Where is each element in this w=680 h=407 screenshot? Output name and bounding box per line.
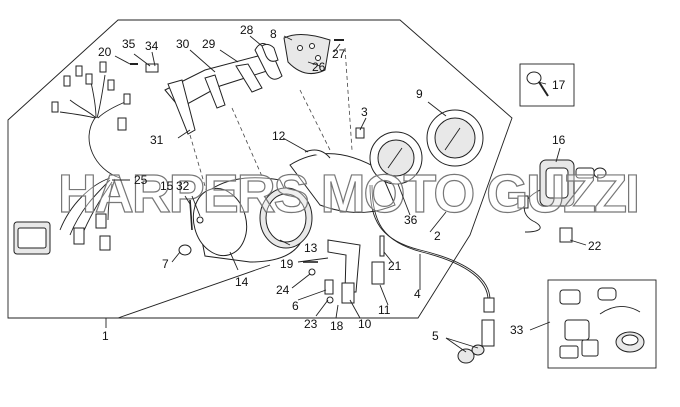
callout-10: 10 [358,317,372,331]
key-icon [526,71,549,97]
mounting-brackets [130,34,344,135]
gauge-tachometer [369,131,423,185]
inset-box-17 [519,63,575,107]
callout-25: 25 [134,173,148,187]
callout-17: 17 [552,78,566,92]
callout-11: 11 [378,303,391,317]
callout-35: 35 [122,37,136,51]
callout-3: 3 [361,105,368,119]
callout-22: 22 [588,239,602,253]
callout-21: 21 [388,259,402,273]
alignment-dashes [189,47,353,221]
callout-18: 18 [330,319,344,333]
callout-1: 1 [102,329,109,343]
callout-6: 6 [292,299,299,313]
callout-24: 24 [276,283,290,297]
callout-32: 32 [176,179,190,193]
speedo-cable [369,184,495,347]
callout-23: 23 [304,317,318,331]
callout-5: 5 [432,329,439,343]
lock-set-parts [559,287,645,359]
callout-8: 8 [270,27,277,41]
callout-30: 30 [176,37,190,51]
callout-12: 12 [272,129,286,143]
callout-4: 4 [414,287,421,301]
callout-28: 28 [240,23,254,37]
callout-14: 14 [235,275,249,289]
callout-27: 27 [332,47,346,61]
callout-13: 13 [304,241,318,255]
gauge-speedometer [426,109,484,167]
callout-33: 33 [510,323,524,337]
callout-15: 15 [160,179,174,193]
assembly-boundary [7,19,513,319]
wiring-harness [13,61,131,255]
callout-9: 9 [416,87,423,101]
callout-19: 19 [280,257,294,271]
leader-lines [105,35,587,353]
callout-7: 7 [162,257,169,271]
fasteners [178,127,385,304]
inset-box-33 [547,279,657,369]
callout-29: 29 [202,37,216,51]
callout-26: 26 [312,60,326,74]
callout-2: 2 [434,229,441,243]
watermark-text: HARPERS MOTO GUZZI [58,164,638,224]
callout-34: 34 [145,39,159,53]
lower-brackets [327,239,385,304]
callout-31: 31 [150,133,164,147]
ignition-switch [517,159,607,243]
callout-labels: 20 35 34 30 29 28 8 27 26 31 25 3 9 12 3… [98,23,602,343]
instrument-housing [192,149,396,263]
rubber-caps [457,344,485,364]
callout-36: 36 [404,213,418,227]
callout-16: 16 [552,133,566,147]
callout-20: 20 [98,45,112,59]
